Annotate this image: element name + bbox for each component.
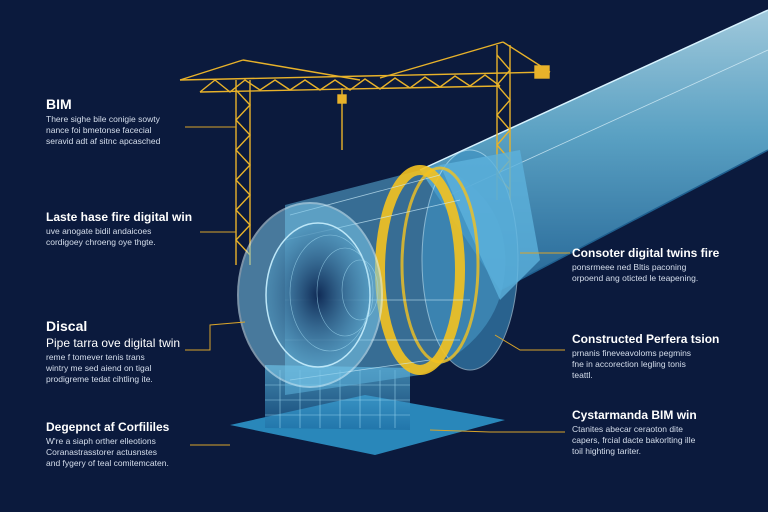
- label-right-mid-title: Constructed Perfera tsion: [572, 332, 720, 346]
- label-right-bottom-line-1: Ctanites abecar ceraoton dite: [572, 424, 684, 434]
- label-left-top-line-1: There sighe bile conigie sowty: [46, 114, 160, 124]
- pipe-segment-ring: [237, 149, 540, 395]
- label-left-top: BIM There sighe bile conigie sowty nance…: [46, 96, 160, 147]
- label-right-mid: Constructed Perfera tsion prnanis fineve…: [572, 332, 719, 381]
- label-right-bottom-line-3: toil highting tariter.: [572, 446, 641, 456]
- label-left-lower-subtitle: Pipe tarra ove digital twin: [46, 336, 181, 350]
- label-right-mid-line-2: fne in accorection legling tonis: [572, 359, 686, 369]
- label-left-lower-line-3: prodigreme tedat cihtling ite.: [46, 374, 153, 384]
- label-left-mid: Laste hase fire digital win uve anogate …: [46, 210, 192, 248]
- label-left-mid-line-2: cordigoey chroeng oye thgte.: [46, 237, 156, 247]
- label-right-top-line-2: orpoend ang oticted le teapening.: [572, 273, 699, 283]
- label-left-bottom-title: Degepnct af Corfililes: [46, 420, 170, 434]
- label-left-top-title: BIM: [46, 96, 72, 112]
- label-left-lower-line-2: wintry me sed aiend on tigal: [46, 363, 152, 373]
- label-left-bottom-line-2: Coranastrasstorer actusnstes: [46, 447, 158, 457]
- label-left-lower-title: Discal: [46, 318, 88, 334]
- label-right-bottom: Cystarmanda BIM win Ctanites abecar cera…: [572, 408, 697, 457]
- label-right-mid-line-1: prnanis fineveavoloms pegmins: [572, 348, 692, 358]
- label-left-mid-line-1: uve anogate bidil andaicoes: [46, 226, 152, 236]
- label-right-bottom-title: Cystarmanda BIM win: [572, 408, 697, 422]
- label-left-top-line-3: seravid adt af sitnc apcasched: [46, 136, 161, 146]
- label-right-top-line-1: ponsrmeee ned Bltis paconing: [572, 262, 687, 272]
- label-right-top-title: Consoter digital twins fire: [572, 246, 720, 260]
- label-left-mid-title: Laste hase fire digital win: [46, 210, 193, 224]
- leader-lines: [185, 126, 570, 446]
- construction-crane: [179, 41, 551, 265]
- label-left-bottom-line-1: W're a siaph orther elleotions: [46, 436, 156, 446]
- label-right-top: Consoter digital twins fire ponsrmeee ne…: [572, 246, 719, 284]
- label-right-mid-line-3: teattl.: [572, 370, 593, 380]
- label-left-lower: Discal Pipe tarra ove digital twin reme …: [46, 318, 180, 385]
- label-left-bottom-line-3: and fygery of teal comitemcaten.: [46, 458, 169, 468]
- label-left-lower-line-1: reme f tomever tenis trans: [46, 352, 145, 362]
- label-right-bottom-line-2: capers, frcial dacte bakorlting ille: [572, 435, 696, 445]
- label-left-bottom: Degepnct af Corfililes W're a siaph orth…: [46, 420, 169, 469]
- label-left-top-line-2: nance foi bmetonse facecial: [46, 125, 152, 135]
